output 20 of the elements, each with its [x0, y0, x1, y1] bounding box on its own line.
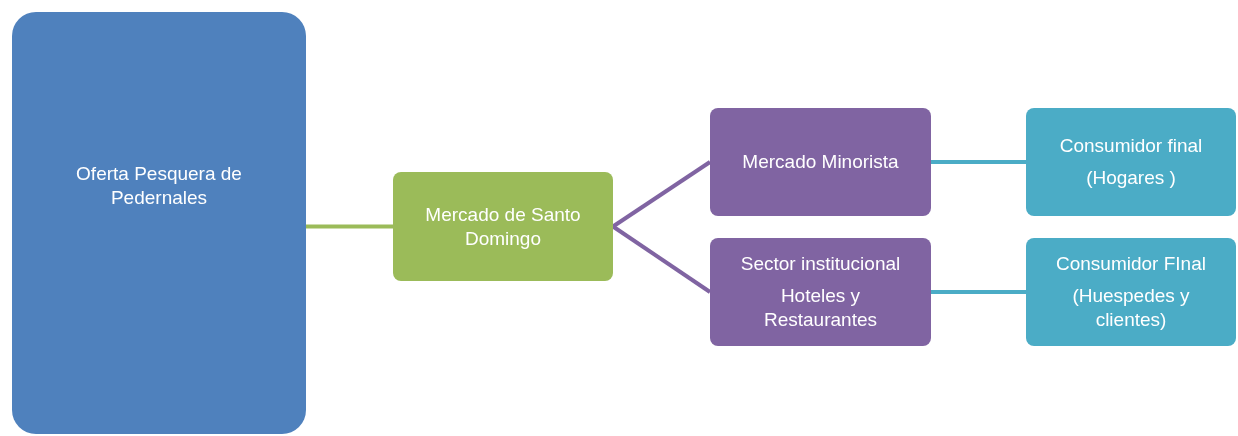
box-text: Consumidor FInal	[1056, 252, 1206, 276]
box-text: Hoteles y Restaurantes	[763, 284, 878, 332]
process-box	[393, 172, 613, 281]
box-text: (Huespedes y clientes)	[1071, 284, 1191, 332]
process-box	[710, 238, 931, 346]
connector-line	[931, 160, 1026, 164]
connector-line	[931, 290, 1026, 294]
box-text: (Hogares )	[1086, 166, 1176, 190]
connector-line	[306, 224, 393, 229]
box-text: Oferta Pesquera de Pedernales	[75, 162, 243, 210]
box-text: Consumidor final	[1059, 134, 1203, 158]
box-text: Mercado Minorista	[742, 150, 899, 174]
box-text: Sector institucional	[740, 252, 901, 276]
process-box	[12, 12, 306, 434]
process-box	[1026, 108, 1236, 216]
connector-line	[611, 224, 712, 294]
process-box	[710, 108, 931, 216]
process-box	[1026, 238, 1236, 346]
connector-line	[611, 160, 712, 229]
box-text: Mercado de Santo Domingo	[424, 202, 582, 251]
